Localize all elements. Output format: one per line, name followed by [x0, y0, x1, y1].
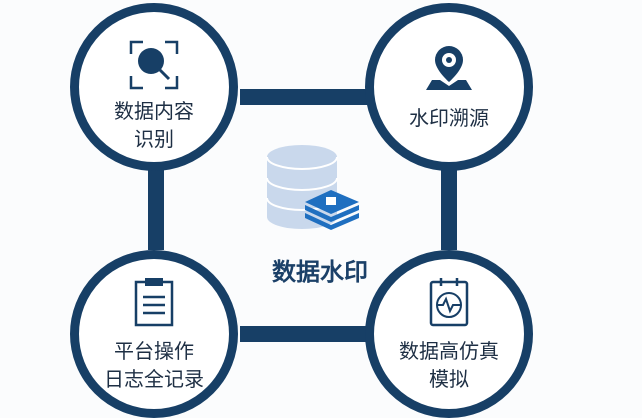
connector-top [240, 89, 370, 105]
database-watermark-icon [266, 145, 359, 230]
node-data-content-recognition: 数据内容 识别 [70, 3, 238, 171]
node-watermark-tracing: 水印溯源 [365, 3, 533, 171]
node-label-line1: 数据高仿真 [399, 339, 499, 363]
location-pin-icon [426, 46, 472, 90]
node-label-line1: 平台操作 [114, 339, 194, 363]
node-label-line2: 日志全记录 [104, 367, 204, 391]
node-operation-log: 平台操作 日志全记录 [70, 250, 238, 418]
node-label-line1: 水印溯源 [409, 106, 489, 130]
node-label-line2: 模拟 [429, 367, 469, 391]
connector-bottom [240, 326, 370, 342]
node-label-line1: 数据内容 [114, 99, 194, 123]
clipboard-list-icon [134, 278, 174, 327]
connector-right [441, 165, 457, 250]
connector-left [148, 165, 164, 250]
node-label-line2: 识别 [134, 127, 174, 151]
node-data-simulation: 数据高仿真 模拟 [365, 250, 533, 418]
center-title: 数据水印 [272, 258, 368, 286]
scan-search-icon [129, 40, 179, 90]
monitor-pulse-icon [429, 278, 469, 327]
